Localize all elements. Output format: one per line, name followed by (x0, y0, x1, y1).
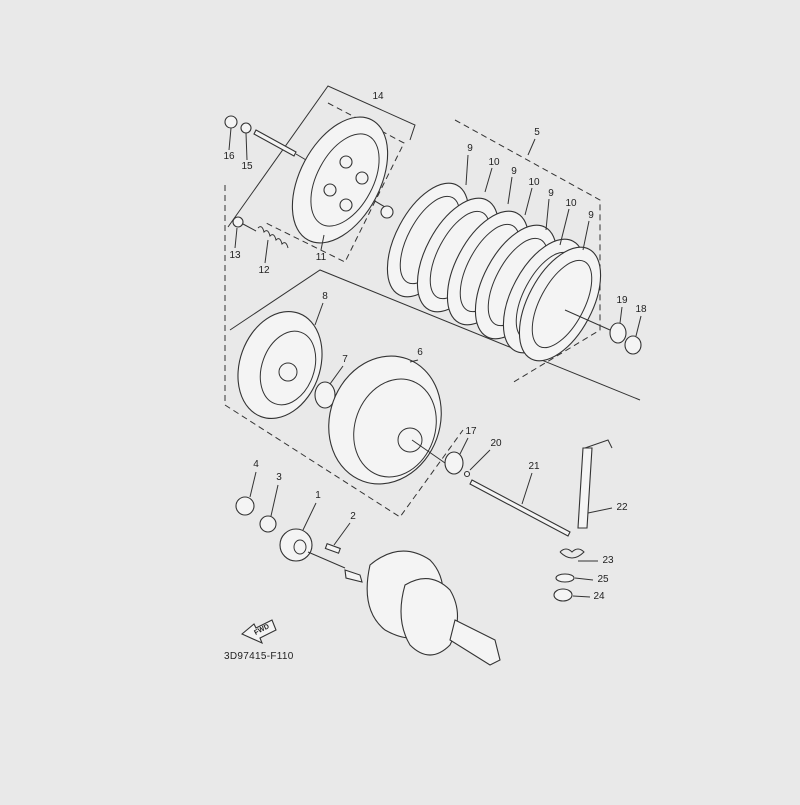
callout-23: 23 (602, 555, 614, 566)
part-11-pressure-plate (291, 116, 389, 244)
callout-10: 10 (565, 198, 577, 209)
part-13-bolt (232, 216, 244, 228)
callout-8: 8 (322, 291, 328, 302)
part-23-spring (559, 548, 585, 559)
part-21-push-rod (469, 479, 571, 537)
callout-10: 10 (528, 177, 540, 188)
part-2-straight-key (324, 543, 341, 554)
callout-1: 1 (315, 490, 321, 501)
reference-code: 3D97415-F110 (224, 651, 294, 662)
callout-24: 24 (593, 591, 605, 602)
callout-5: 5 (534, 127, 540, 138)
callout-9: 9 (467, 143, 473, 154)
callout-12: 12 (258, 265, 270, 276)
callout-17: 17 (465, 426, 477, 437)
callout-4: 4 (253, 459, 259, 470)
group-14-outline (227, 85, 416, 228)
callout-9: 9 (511, 166, 517, 177)
part-1-primary-drive-gear (279, 528, 313, 562)
part-stud-bolt (253, 129, 297, 157)
callout-14: 14 (372, 91, 384, 102)
part-22-push-lever-shaft (577, 447, 593, 529)
callout-2: 2 (350, 511, 356, 522)
part-4-nut (235, 496, 255, 516)
callout-7: 7 (342, 354, 348, 365)
assembly-dashed-enclosure (224, 185, 464, 518)
part-12-spring (257, 226, 289, 249)
part-3-washer (259, 515, 277, 533)
part-16-nut (224, 115, 238, 129)
callout-10: 10 (488, 157, 500, 168)
part-24-oil-seal (553, 588, 573, 602)
fwd-direction-arrow (240, 619, 277, 645)
part-25-washer (555, 573, 575, 583)
callout-6: 6 (417, 347, 423, 358)
part-19-nut (609, 322, 627, 344)
crankshaft (344, 550, 501, 666)
callout-9: 9 (548, 188, 554, 199)
part-8-clutch-boss (237, 310, 323, 420)
part-5-clutch-plates (386, 182, 602, 362)
callout-15: 15 (241, 161, 253, 172)
callout-3: 3 (276, 472, 282, 483)
callout-19: 19 (616, 295, 628, 306)
callout-11: 11 (315, 252, 327, 263)
part-20-ball (463, 470, 471, 478)
callout-22: 22 (616, 502, 628, 513)
callout-13: 13 (229, 250, 241, 261)
callout-25: 25 (597, 574, 609, 585)
callout-20: 20 (490, 438, 502, 449)
part-7-washer (314, 381, 336, 409)
callout-21: 21 (528, 461, 540, 472)
part-17-washer (444, 451, 464, 475)
part-15-washer (240, 122, 252, 134)
part-18-lock-washer (624, 335, 642, 355)
callout-16: 16 (223, 151, 235, 162)
callout-9: 9 (588, 210, 594, 221)
callout-18: 18 (635, 304, 647, 315)
